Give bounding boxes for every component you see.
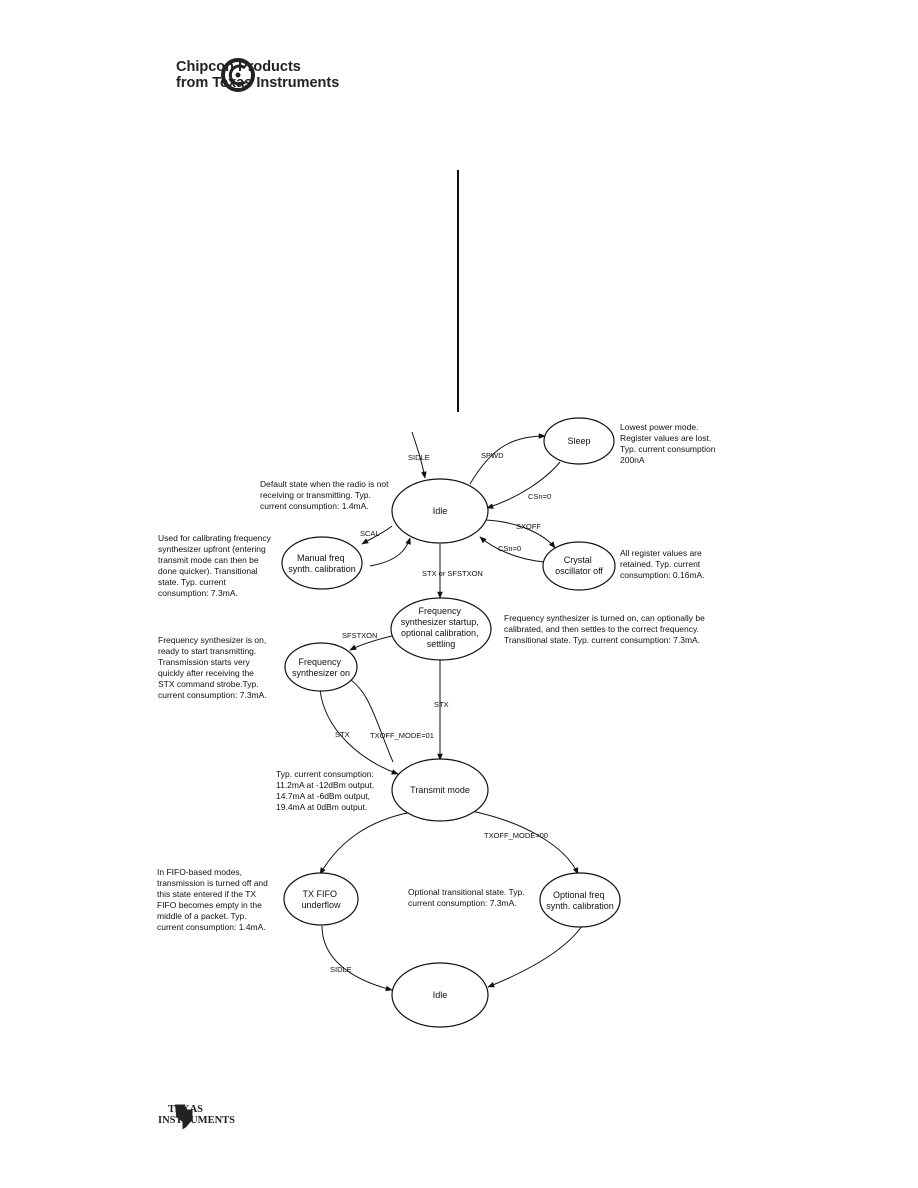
state-fs-on-label: Frequency synthesizer on	[292, 657, 350, 678]
note-tx-underflow: In FIFO-based modes, transmission is tur…	[157, 867, 270, 932]
edges	[319, 431, 583, 992]
state-idle	[391, 478, 489, 544]
note-manual-cal: Used for calibrating frequency synthesiz…	[158, 533, 273, 598]
ti-state-shape	[175, 1104, 193, 1130]
state-tx	[391, 758, 489, 822]
edge-label-csn0-xosc: CSn=0	[498, 544, 521, 553]
state-idle-bottom-label: Idle	[433, 990, 448, 1000]
edge-xosc-to-idle	[479, 536, 546, 563]
edge-label-sfstxon: SFSTXON	[342, 631, 377, 640]
edge-idle-to-manualcal	[361, 525, 393, 545]
edge-label-stx-from-fs: STX	[335, 730, 350, 739]
edge-idle-to-sleep	[469, 433, 546, 485]
note-fs-on: Frequency synthesizer is on, ready to st…	[158, 635, 269, 700]
edge-manualcal-to-idle	[369, 537, 411, 567]
edge-fsstartup-to-fson	[349, 635, 393, 651]
state-fs-startup-label: Frequency synthesizer startup, optional …	[401, 606, 482, 649]
note-idle: Default state when the radio is not rece…	[260, 479, 391, 511]
note-tx: Typ. current consumption: 11.2mA at -12d…	[276, 769, 377, 812]
note-sleep: Lowest power mode. Register values are l…	[620, 422, 718, 465]
edge-label-stx-fs-to-tx: STX	[434, 700, 449, 709]
ti-wordmark-line2: INSTRUMENTS	[158, 1115, 236, 1126]
notes: Lowest power mode. Register values are l…	[157, 422, 718, 932]
state-sleep-label: Sleep	[567, 436, 590, 446]
state-idle-bottom	[391, 962, 489, 1028]
logo-outer-ring	[221, 58, 255, 92]
edge-tx-to-underflow	[319, 811, 413, 875]
note-optional-cal: Optional transitional state. Typ. curren…	[408, 887, 527, 908]
company-name-line2: from Texas Instruments	[176, 75, 340, 91]
state-tx-label: Transmit mode	[410, 785, 470, 795]
state-sleep	[543, 417, 615, 465]
state-tx-underflow	[283, 872, 359, 926]
note-fs-startup: Frequency synthesizer is turned on, can …	[504, 613, 707, 645]
edge-label-spwd: SPWD	[481, 451, 504, 460]
state-manual-cal	[281, 536, 363, 590]
state-labels: Sleep Idle Manual freq synth. calibratio…	[288, 436, 614, 1000]
logo-c-mark	[228, 64, 246, 86]
state-optional-cal	[539, 872, 621, 928]
edge-idle-to-xosc	[485, 519, 556, 549]
state-xosc-off	[542, 541, 616, 591]
edge-label-sxoff: SXOFF	[516, 522, 541, 531]
state-optional-cal-label: Optional freq synth. calibration	[546, 890, 614, 911]
edge-label-scal: SCAL	[360, 529, 380, 538]
edge-fson-to-tx	[319, 689, 399, 775]
state-fs-on	[284, 642, 358, 692]
edge-optionalcal-to-idle	[487, 925, 583, 988]
edge-label-sidle: SIDLE	[408, 453, 430, 462]
state-fs-startup	[390, 597, 492, 661]
company-name: Chipcon Products from Texas Instruments	[176, 59, 339, 91]
edge-label-txoff-mode-00: TXOFF_MODE=00	[484, 831, 548, 840]
state-manual-cal-label: Manual freq synth. calibration	[288, 553, 356, 574]
edge-label-csn0-sleep: CSn=0	[528, 492, 551, 501]
edge-tx-to-fson	[344, 675, 394, 763]
edge-sidle-entry	[411, 431, 427, 479]
edge-label-sidle-bottom: SIDLE	[330, 965, 352, 974]
ti-wordmark-line1: TEXAS	[168, 1104, 204, 1115]
ti-wordmark: TEXAS INSTRUMENTS	[158, 1104, 235, 1126]
state-xosc-off-label: Crystal oscillator off	[555, 555, 603, 576]
state-idle-label: Idle	[433, 506, 448, 516]
chipcon-logo	[221, 58, 255, 92]
texas-instruments-logo-icon	[175, 1104, 193, 1130]
edge-tx-to-optionalcal	[465, 809, 579, 875]
edge-label-stx-or-sfstxon: STX or SFSTXON	[422, 569, 483, 578]
edge-label-txoff-mode-01: TXOFF_MODE=01	[370, 731, 434, 740]
company-name-line1: Chipcon Products	[176, 59, 301, 75]
logo-dot	[235, 72, 241, 78]
note-xosc-off: All register values are retained. Typ. c…	[620, 548, 705, 580]
edge-sleep-to-idle	[486, 461, 561, 509]
states	[281, 417, 621, 1028]
edge-underflow-to-idle	[321, 925, 393, 992]
edge-labels: SIDLE SPWD CSn=0 SXOFF CSn=0 SCAL STX or…	[330, 451, 551, 974]
state-tx-underflow-label: TX FIFO underflow	[301, 889, 341, 910]
